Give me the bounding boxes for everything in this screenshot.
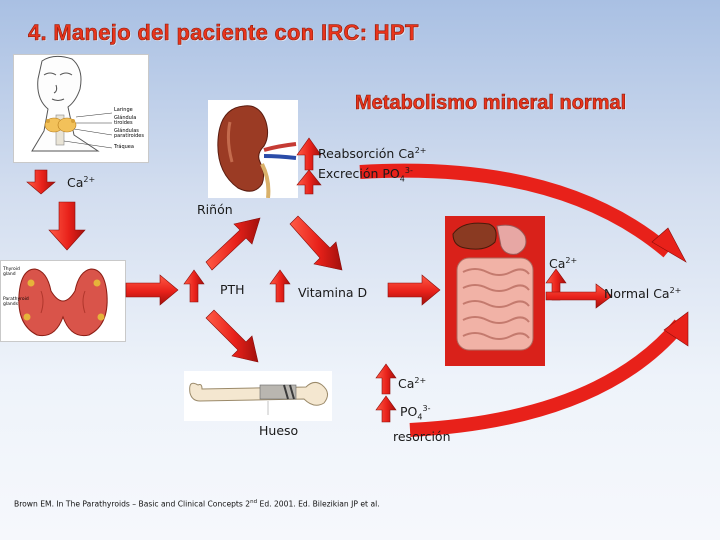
arrow-intestine-to-normal (545, 283, 613, 309)
arrow-right-thyroid-pth (125, 274, 179, 306)
intestine-image (445, 216, 545, 366)
kidney-image (208, 100, 298, 198)
arrow-up-vitd (269, 269, 291, 303)
label-reabsorcion-text: Reabsorción Ca (318, 146, 415, 162)
label-hueso: Hueso (259, 423, 299, 438)
label-po4-bone: PO43- (400, 404, 430, 422)
arrow-curve-top-to-normal (359, 163, 687, 263)
label-normal-ca: Normal Ca2+ (604, 286, 681, 301)
label-excrecion: Excreción PO43- (318, 166, 413, 184)
citation-pre: Brown EM. In The Parathyroids – Basic an… (14, 499, 251, 509)
bone-icon (189, 381, 328, 415)
arrow-up-ca-bone (375, 363, 397, 395)
label-ca-bone-sup: 2+ (414, 376, 427, 385)
label-normal-ca-sup: 2+ (669, 286, 682, 295)
label-excrecion-sup: 3- (404, 166, 413, 175)
label-reabsorcion-sup: 2+ (414, 146, 427, 155)
arrow-right-vitd-intestine (387, 274, 441, 306)
label-po4-bone-base: PO (400, 404, 418, 420)
label-rinon: Riñón (197, 202, 233, 217)
arrow-up-excrecion (296, 169, 322, 195)
neck-label-traquea: Tráquea (114, 144, 134, 150)
arrow-pth-to-kidney (205, 217, 261, 271)
label-ca-intestine: Ca2+ (549, 256, 577, 271)
slide-title: 4. Manejo del paciente con IRC: HPT (28, 20, 419, 46)
thyroid-label-gland: Thyroid gland (3, 267, 20, 277)
bone-image (184, 371, 332, 421)
label-pth: PTH (220, 282, 245, 297)
arrow-down-left-big (48, 201, 86, 251)
neck-label-paratiroides: Glándulas paratiroides (114, 128, 144, 139)
arrow-up-reabsorcion (296, 137, 322, 171)
intestine-icon (452, 222, 534, 351)
arrow-down-ca-left (26, 169, 56, 195)
arrow-pth-to-bone (205, 309, 259, 363)
citation: Brown EM. In The Parathyroids – Basic an… (14, 499, 380, 509)
neck-anatomy-image: Laringe Glándula tiroides Glándulas para… (13, 54, 149, 163)
thyroid-image: Thyroid gland Parathyroid glands (0, 260, 126, 342)
label-ca-left-base: Ca (67, 175, 84, 191)
label-ca-bone: Ca2+ (398, 376, 426, 391)
label-ca-intestine-base: Ca (549, 256, 566, 272)
label-reabsorcion: Reabsorción Ca2+ (318, 146, 427, 161)
label-ca-left: Ca2+ (67, 175, 95, 190)
thyroid-label-parathyroid: Parathyroid glands (3, 297, 29, 307)
label-ca-bone-base: Ca (398, 376, 415, 392)
label-normal-ca-base: Normal Ca (604, 286, 670, 302)
neck-anatomy-icon (31, 55, 113, 152)
label-excrecion-sub: 4 (399, 174, 405, 184)
label-po4-bone-sub: 4 (417, 412, 423, 422)
citation-post: Ed. 2001. Ed. Bilezikian JP et al. (257, 499, 380, 509)
neck-label-tiroides: Glándula tiroides (114, 115, 137, 126)
label-po4-bone-sup: 3- (422, 404, 431, 413)
arrow-curve-bottom-to-normal (409, 311, 689, 437)
label-ca-intestine-sup: 2+ (565, 256, 578, 265)
arrow-kidney-to-vitd (289, 215, 343, 271)
slide-subtitle: Metabolismo mineral normal (355, 92, 627, 115)
label-ca-left-sup: 2+ (83, 175, 96, 184)
label-excrecion-text: Excreción PO (318, 166, 400, 182)
neck-label-laringe: Laringe (114, 107, 133, 113)
citation-sup: nd (250, 499, 258, 505)
label-resorcion: resorción (393, 429, 451, 444)
arrow-up-pth (183, 269, 205, 303)
thyroid-icon (18, 268, 108, 337)
arrow-up-po4-bone (375, 395, 397, 423)
kidney-icon (217, 105, 297, 198)
label-vitamina-d: Vitamina D (298, 285, 368, 300)
